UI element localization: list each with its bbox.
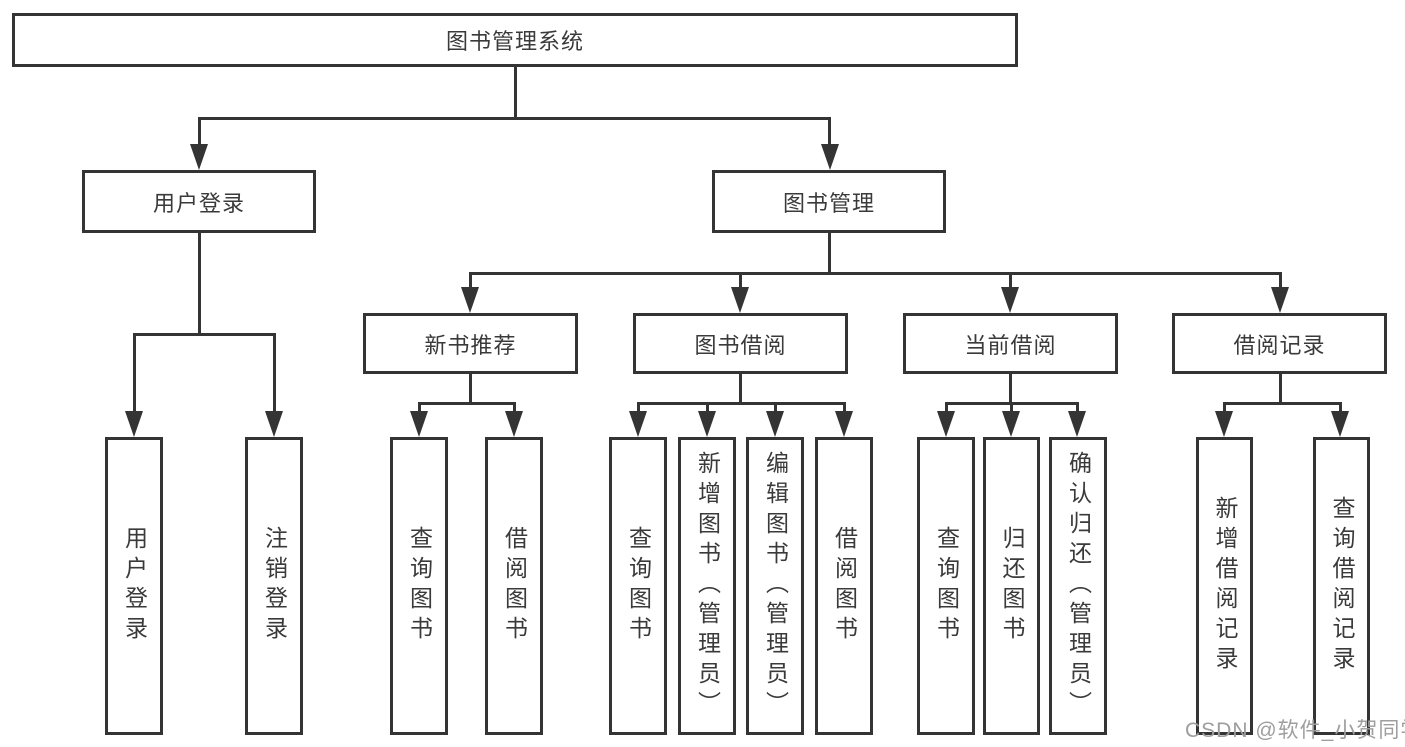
leaf-label: 查询图书 bbox=[933, 526, 960, 646]
node-book-borrowing: 图书借阅 bbox=[633, 313, 848, 374]
arrow-down-icon bbox=[731, 287, 749, 313]
node-user-login-branch: 用户登录 bbox=[82, 170, 316, 233]
connector-vline bbox=[828, 233, 831, 275]
leaf-label: 用户登录 bbox=[121, 526, 148, 646]
connector-vline bbox=[637, 402, 640, 415]
arrow-down-icon bbox=[821, 144, 839, 170]
leaf-query-books-current: 查询图书 bbox=[917, 437, 975, 735]
connector-vline bbox=[513, 402, 516, 415]
leaf-return-books: 归还图书 bbox=[983, 437, 1040, 735]
node-label: 图书管理系统 bbox=[445, 29, 584, 54]
connector-vline bbox=[133, 333, 136, 415]
node-label: 图书借阅 bbox=[694, 332, 787, 358]
leaf-edit-books-admin: 编辑图书（管理员） bbox=[746, 437, 804, 735]
leaf-label: 新增图书（管理员） bbox=[694, 451, 721, 721]
connector-vline bbox=[1009, 272, 1012, 292]
node-label: 图书管理 bbox=[782, 190, 875, 216]
csdn-watermark: CSDN @软件_小贺同学 bbox=[1185, 719, 1405, 742]
connector-vline bbox=[198, 233, 201, 336]
connector-vline bbox=[418, 402, 421, 415]
leaf-query-books-borrowing: 查询图书 bbox=[609, 437, 667, 735]
connector-hline bbox=[637, 402, 846, 405]
node-label: 用户登录 bbox=[152, 190, 245, 216]
connector-hline bbox=[133, 333, 276, 336]
connector-vline bbox=[469, 374, 472, 404]
node-book-management: 图书管理 bbox=[712, 170, 946, 233]
node-current-borrowing: 当前借阅 bbox=[903, 313, 1118, 374]
connector-vline bbox=[514, 66, 517, 119]
leaf-label: 确认归还（管理员） bbox=[1065, 451, 1092, 721]
connector-vline bbox=[1009, 374, 1012, 404]
arrow-down-icon bbox=[461, 287, 479, 313]
connector-hline bbox=[1223, 402, 1342, 405]
leaf-query-books-recommend: 查询图书 bbox=[390, 437, 448, 735]
connector-vline bbox=[706, 402, 709, 415]
leaf-label: 借阅图书 bbox=[831, 526, 858, 646]
leaf-label: 新增借阅记录 bbox=[1212, 496, 1238, 676]
leaf-label: 查询借阅记录 bbox=[1329, 496, 1355, 676]
leaf-label: 编辑图书（管理员） bbox=[762, 451, 789, 721]
leaf-logout: 注销登录 bbox=[245, 437, 303, 735]
arrow-down-icon bbox=[125, 411, 143, 437]
connector-hline bbox=[469, 272, 1282, 275]
connector-vline bbox=[828, 117, 831, 149]
connector-vline bbox=[945, 402, 948, 415]
arrow-down-icon bbox=[265, 411, 283, 437]
arrow-down-icon bbox=[410, 411, 428, 437]
connector-vline bbox=[739, 272, 742, 292]
node-label: 借阅记录 bbox=[1233, 332, 1326, 358]
connector-vline bbox=[1076, 402, 1079, 415]
connector-vline bbox=[273, 333, 276, 415]
connector-vline bbox=[1279, 374, 1282, 404]
arrow-down-icon bbox=[1271, 287, 1289, 313]
connector-vline bbox=[1279, 272, 1282, 292]
connector-vline bbox=[1339, 402, 1342, 415]
connector-vline bbox=[774, 402, 777, 415]
connector-vline bbox=[1223, 402, 1226, 415]
arrow-down-icon bbox=[835, 411, 853, 437]
node-borrowing-records: 借阅记录 bbox=[1172, 313, 1387, 374]
leaf-add-borrow-record: 新增借阅记录 bbox=[1196, 437, 1253, 735]
leaf-add-books-admin: 新增图书（管理员） bbox=[678, 437, 736, 735]
leaf-label: 注销登录 bbox=[261, 526, 288, 646]
node-label: 当前借阅 bbox=[964, 332, 1057, 358]
arrow-down-icon bbox=[1001, 287, 1019, 313]
arrow-down-icon bbox=[505, 411, 523, 437]
leaf-query-borrow-record: 查询借阅记录 bbox=[1313, 437, 1370, 735]
arrow-down-icon bbox=[629, 411, 647, 437]
connector-vline bbox=[843, 402, 846, 415]
leaf-label: 查询图书 bbox=[625, 526, 652, 646]
arrow-down-icon bbox=[766, 411, 784, 437]
connector-hline bbox=[418, 402, 516, 405]
leaf-borrow-books: 借阅图书 bbox=[815, 437, 873, 735]
arrow-down-icon bbox=[937, 411, 955, 437]
connector-vline bbox=[739, 374, 742, 404]
connector-vline bbox=[1010, 402, 1013, 415]
node-library-management-system: 图书管理系统 bbox=[12, 13, 1018, 67]
node-label: 新书推荐 bbox=[424, 332, 517, 358]
connector-vline bbox=[198, 117, 201, 149]
arrow-down-icon bbox=[1331, 411, 1349, 437]
node-new-book-recommend: 新书推荐 bbox=[363, 313, 578, 374]
leaf-label: 查询图书 bbox=[406, 526, 433, 646]
leaf-borrow-books-recommend: 借阅图书 bbox=[485, 437, 543, 735]
connector-vline bbox=[469, 272, 472, 292]
arrow-down-icon bbox=[1002, 411, 1020, 437]
arrow-down-icon bbox=[190, 144, 208, 170]
arrow-down-icon bbox=[1215, 411, 1233, 437]
leaf-label: 借阅图书 bbox=[501, 526, 528, 646]
arrow-down-icon bbox=[1068, 411, 1086, 437]
arrow-down-icon bbox=[698, 411, 716, 437]
leaf-user-login: 用户登录 bbox=[105, 437, 163, 735]
leaf-label: 归还图书 bbox=[999, 526, 1025, 646]
connector-hline bbox=[198, 117, 831, 120]
leaf-confirm-return-admin: 确认归还（管理员） bbox=[1049, 437, 1107, 735]
